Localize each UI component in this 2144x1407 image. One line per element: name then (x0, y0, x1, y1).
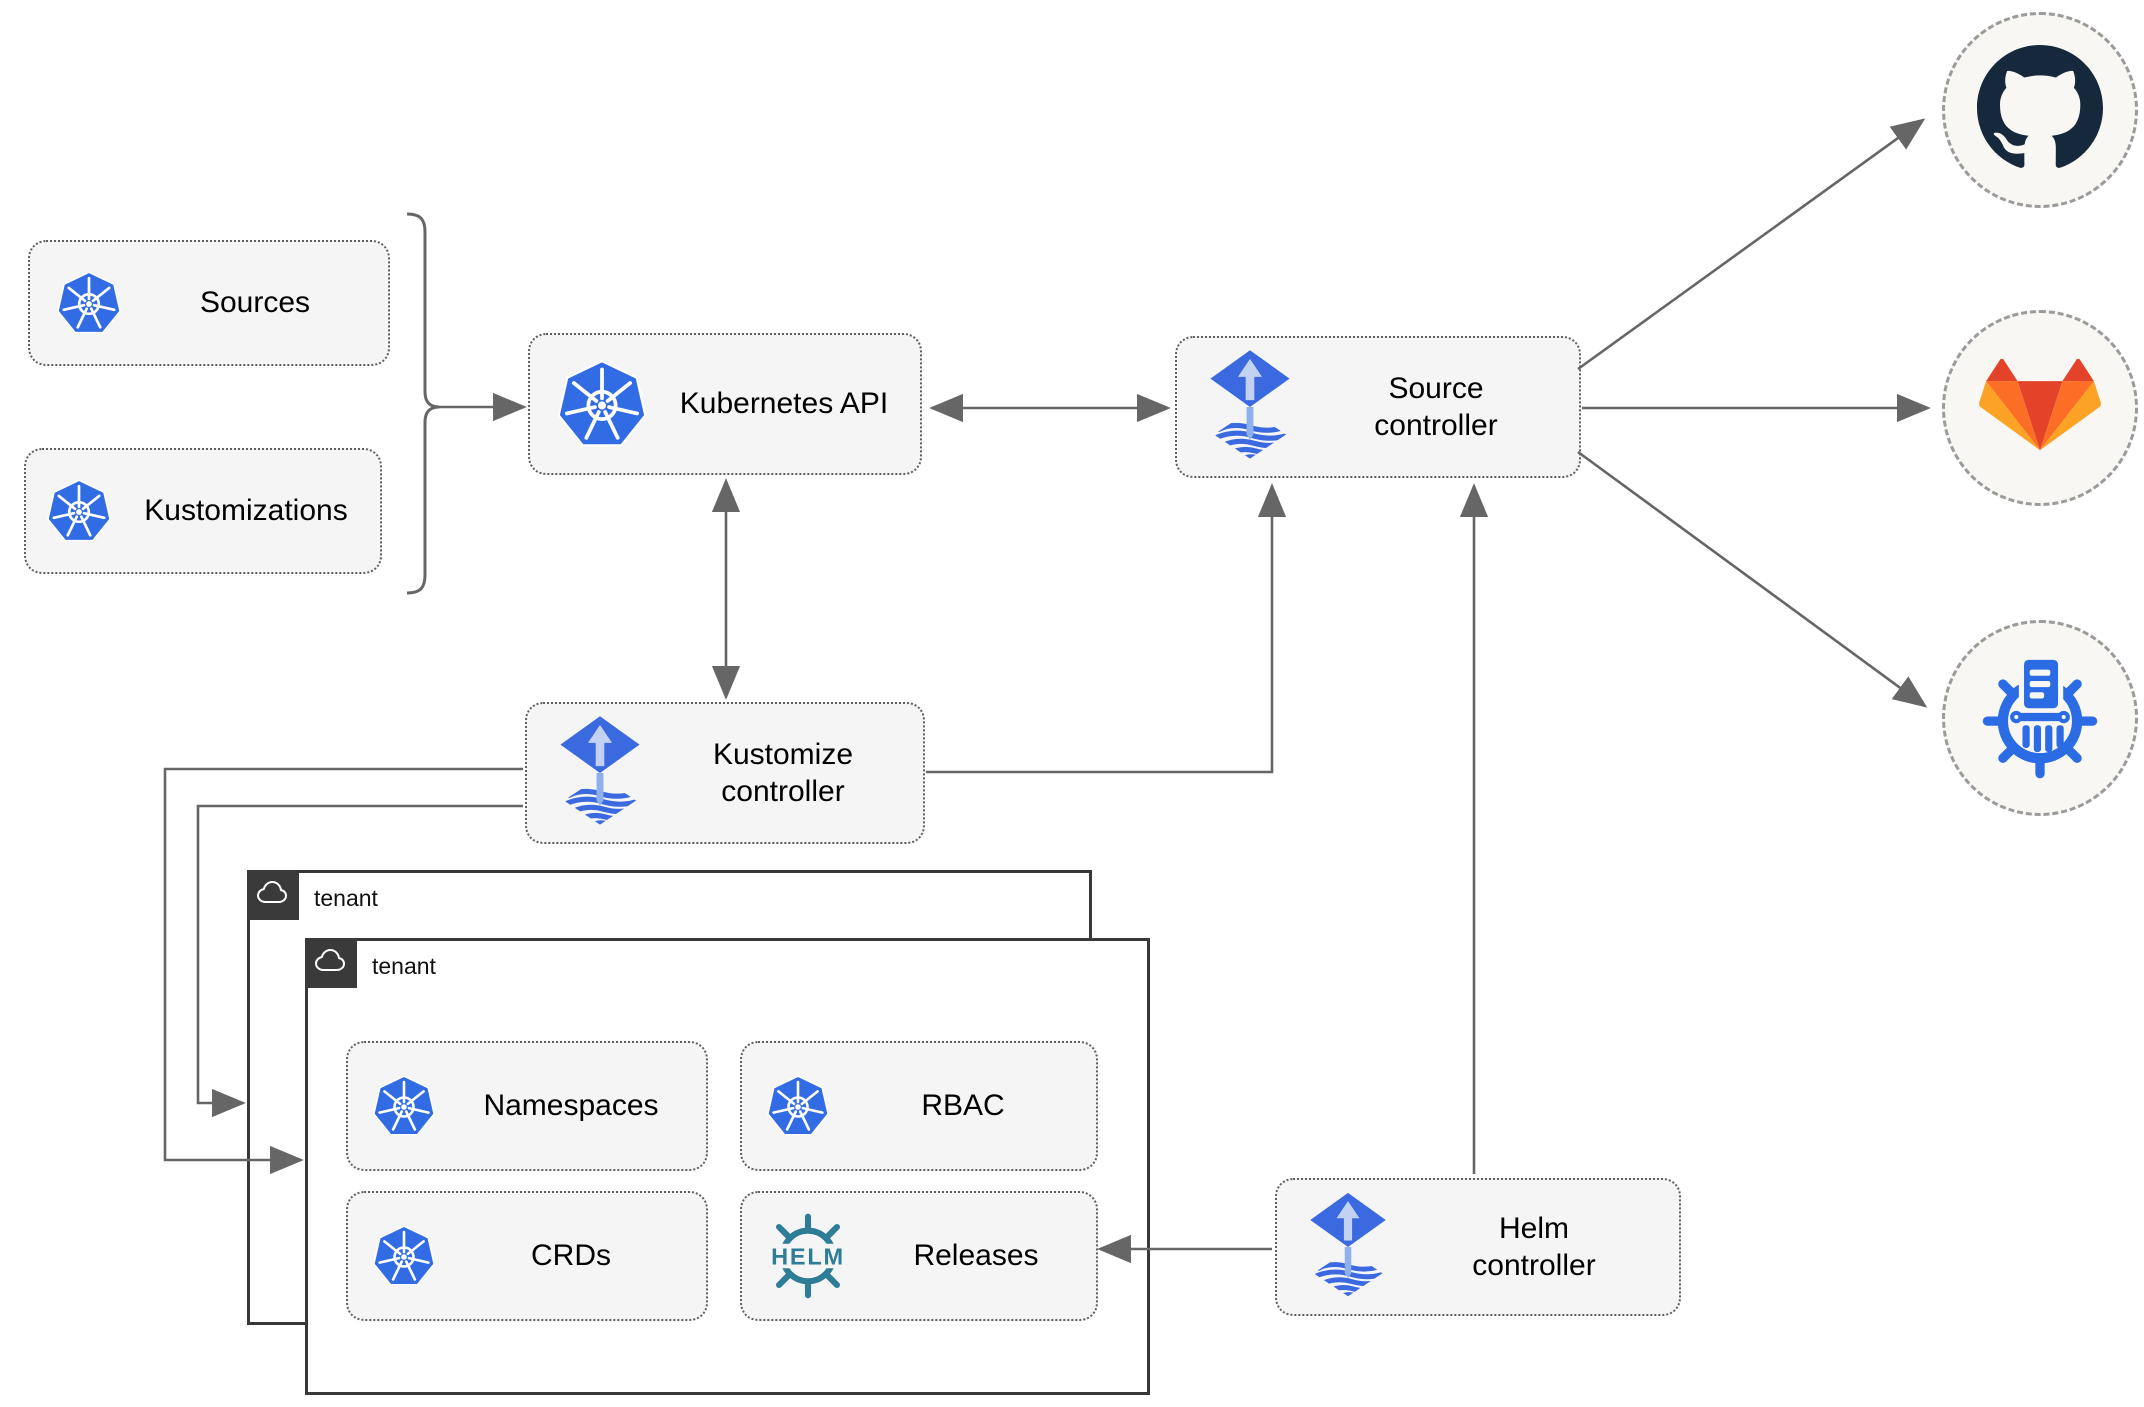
crds-node: CRDs (346, 1191, 708, 1321)
cloud-icon (314, 947, 348, 979)
sources-node: Sources (28, 240, 390, 366)
cloud-icon (256, 879, 290, 911)
tenant-tab (247, 870, 299, 920)
kubernetes-api-label: Kubernetes API (679, 387, 889, 421)
sources-label: Sources (199, 286, 311, 320)
crds-label: CRDs (531, 1239, 611, 1273)
flux-icon (557, 716, 643, 830)
kubernetes-api-node: Kubernetes API (528, 333, 922, 475)
kustomizations-node: Kustomizations (24, 448, 382, 574)
kustomize-controller-label: Kustomize controller (712, 737, 854, 809)
source-controller-node: Source controller (1175, 336, 1581, 478)
group-brace (406, 212, 440, 595)
arrow-source-to-chartmuseum (1577, 450, 1928, 708)
kubernetes-icon (372, 1075, 436, 1137)
helm-controller-node: Helm controller (1275, 1178, 1681, 1316)
chartmuseum-endpoint (1942, 620, 2138, 816)
gitlab-icon (1979, 358, 2101, 458)
kubernetes-icon (766, 1075, 830, 1137)
kubernetes-icon (372, 1225, 436, 1287)
namespaces-label: Namespaces (483, 1089, 659, 1123)
arrow-kustomize-to-source-controller (926, 483, 1287, 774)
rbac-node: RBAC (740, 1041, 1098, 1171)
kustomize-controller-node: Kustomize controller (525, 702, 925, 844)
kustomizations-label: Kustomizations (144, 494, 348, 528)
rbac-label: RBAC (921, 1089, 1005, 1123)
releases-node: HELM Releases (740, 1191, 1098, 1321)
tenant-group-front: tenant Namespaces (305, 938, 1150, 1395)
flux-icon (1307, 1192, 1389, 1302)
tenant-label: tenant (372, 953, 436, 979)
chartmuseum-icon (1973, 649, 2107, 788)
namespaces-node: Namespaces (346, 1041, 708, 1171)
kubernetes-icon (46, 479, 112, 543)
flux-icon (1207, 350, 1293, 464)
gitlab-endpoint (1942, 310, 2138, 506)
helm-logo-text: HELM (771, 1244, 845, 1270)
helm-icon: HELM (760, 1208, 856, 1304)
kubernetes-icon (56, 271, 122, 335)
kubernetes-icon (556, 359, 648, 449)
helm-controller-label: Helm controller (1472, 1211, 1596, 1283)
arrow-source-to-github (1577, 118, 1926, 371)
source-controller-label: Source controller (1374, 371, 1498, 443)
tenant-tab (305, 938, 357, 988)
releases-label: Releases (913, 1239, 1039, 1273)
tenant-label: tenant (314, 885, 378, 911)
github-icon (1977, 44, 2103, 176)
github-endpoint (1942, 12, 2138, 208)
